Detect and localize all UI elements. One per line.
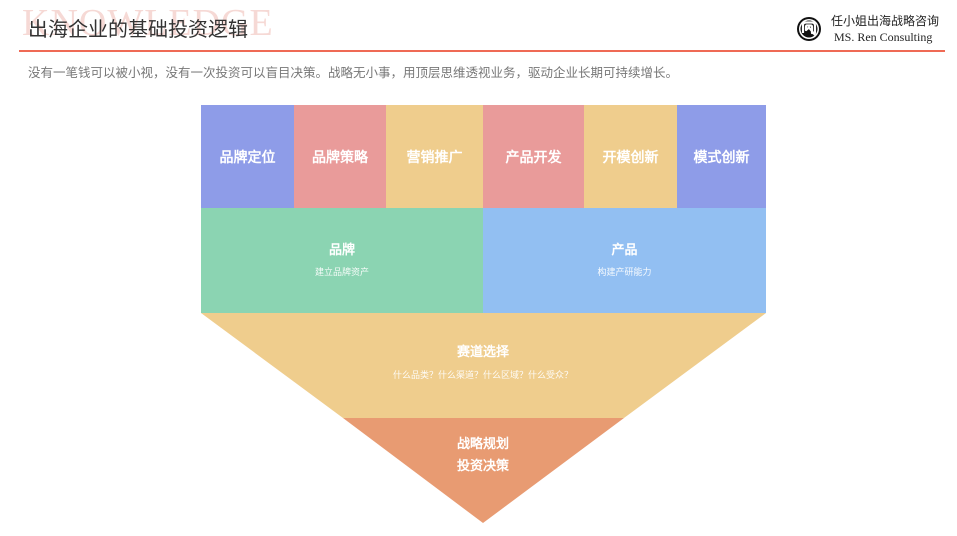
- block-label: 开模创新: [602, 149, 659, 166]
- block-subtitle: 建立品牌资产: [314, 267, 369, 278]
- watermark-text: KNOWLEDGE: [22, 2, 274, 44]
- block-title: 产品: [611, 242, 638, 258]
- block-marketing: 营销推广: [386, 105, 483, 208]
- funnel-upper-label: 赛道选择 什么品类？什么渠道？什么区域？什么受众？: [283, 344, 683, 383]
- block-product-development: 产品开发: [483, 105, 584, 208]
- funnel-upper-subtitle: 什么品类？什么渠道？什么区域？什么受众？: [392, 371, 573, 381]
- block-title: 品牌: [328, 242, 355, 258]
- page-subtitle: 没有一笔钱可以被小视，没有一次投资可以盲目决策。战略无小事，用顶层思维透视业务，…: [28, 65, 679, 80]
- brand-name-cn: 任小姐出海战略咨询: [831, 14, 940, 28]
- header-divider: [19, 50, 945, 52]
- block-mold-innovation: 开模创新: [584, 105, 677, 208]
- block-label: 产品开发: [505, 149, 562, 166]
- page-title: 出海企业的基础投资逻辑: [28, 17, 248, 41]
- block-brand-positioning: 品牌定位: [201, 105, 294, 208]
- block-label: 品牌定位: [219, 149, 276, 166]
- block-brand: 品牌 建立品牌资产: [201, 208, 483, 313]
- block-product: 产品 构建产研能力: [483, 208, 766, 313]
- block-label: 模式创新: [693, 149, 750, 166]
- funnel-upper-title: 赛道选择: [456, 345, 509, 360]
- block-model-innovation: 模式创新: [677, 105, 766, 208]
- funnel-lower-label: 战略规划 投资决策: [403, 434, 563, 478]
- block-label: 营销推广: [406, 149, 463, 166]
- brand-name-en: MS. Ren Consulting: [834, 30, 933, 44]
- funnel-upper-shape: [201, 313, 766, 418]
- block-label: 品牌策略: [312, 149, 368, 166]
- funnel-lower-line1: 战略规划: [456, 437, 509, 452]
- block-subtitle: 构建产研能力: [597, 267, 652, 278]
- funnel-lower-line2: 投资决策: [456, 459, 509, 474]
- funnel-lower-shape: [343, 418, 624, 523]
- brand-logo-icon: [797, 17, 821, 41]
- block-brand-strategy: 品牌策略: [294, 105, 386, 208]
